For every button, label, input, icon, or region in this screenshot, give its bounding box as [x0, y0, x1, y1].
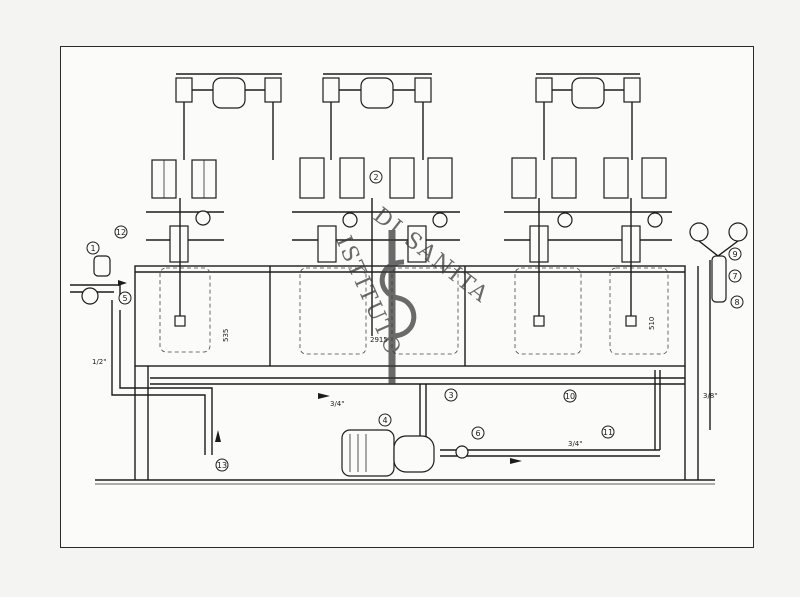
callout-label: 6 — [475, 429, 480, 438]
callout-5: 5 — [118, 291, 132, 305]
callout-13: 13 — [215, 458, 229, 472]
piping — [70, 260, 711, 457]
callout-label: 8 — [734, 298, 739, 307]
pressure-regulator — [689, 222, 748, 303]
balance-assembly-center — [322, 73, 432, 160]
callout-label: 10 — [565, 392, 575, 401]
callout-10: 10 — [563, 389, 577, 403]
bath-frame — [95, 265, 715, 485]
callout-label: 4 — [382, 416, 387, 425]
callout-9: 9 — [728, 247, 742, 261]
callout-label: 9 — [732, 250, 737, 259]
cylinder-group-1 — [151, 159, 217, 199]
institute-stamp: DI SANITA ISTITUTO — [331, 203, 494, 384]
callout-8: 8 — [730, 295, 744, 309]
dim-tank-span: 2915 — [370, 336, 388, 344]
dim-pipe-d: 3/8" — [703, 392, 718, 400]
cylinder-group-3 — [511, 157, 667, 199]
flow-arrows — [118, 280, 522, 464]
callout-label: 13 — [217, 461, 227, 470]
pump-motor — [341, 429, 469, 477]
callout-label: 1 — [90, 244, 95, 253]
callout-label: 7 — [732, 272, 737, 281]
cylinder-group-2 — [299, 157, 453, 199]
dim-tank-height-left: 535 — [222, 329, 230, 342]
callout-3: 3 — [444, 388, 458, 402]
callout-label: 2 — [373, 173, 378, 182]
balance-assembly-right — [535, 73, 641, 160]
valve-manifolds — [146, 210, 672, 263]
callout-4: 4 — [378, 413, 392, 427]
callout-label: 12 — [116, 228, 126, 237]
callout-11: 11 — [601, 425, 615, 439]
dim-tank-height-right: 510 — [648, 317, 656, 330]
callout-label: 3 — [448, 391, 453, 400]
dim-pipe-b: 3/4" — [330, 400, 345, 408]
left-valve — [81, 255, 111, 305]
callout-2: 2 — [369, 170, 383, 184]
callout-6: 6 — [471, 426, 485, 440]
balance-assembly-left — [175, 73, 282, 160]
dim-pipe-a: 1/2" — [92, 358, 107, 366]
dim-pipe-c: 3/4" — [568, 440, 583, 448]
callout-label: 5 — [122, 294, 127, 303]
callout-1: 1 — [86, 241, 100, 255]
callout-12: 12 — [114, 225, 128, 239]
stirrer-rods — [174, 198, 637, 336]
callout-label: 11 — [603, 428, 613, 437]
callout-7: 7 — [728, 269, 742, 283]
